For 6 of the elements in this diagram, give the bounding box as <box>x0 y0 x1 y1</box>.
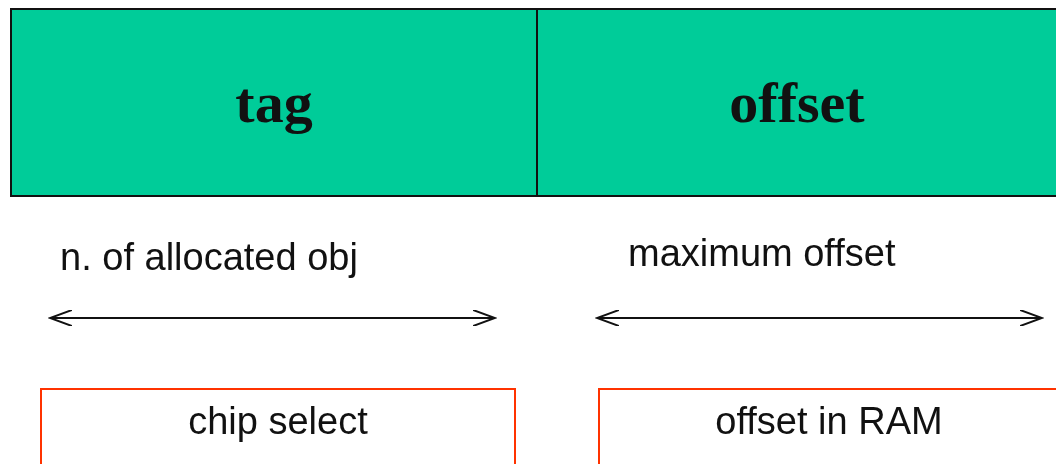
process-box: chip select <box>40 388 516 464</box>
field-box: offset <box>536 8 1056 197</box>
process-box: offset in RAM <box>598 388 1056 464</box>
field-box: tag <box>10 8 538 197</box>
dimension-label: n. of allocated obj <box>60 236 358 279</box>
dimension-label: maximum offset <box>628 232 896 275</box>
